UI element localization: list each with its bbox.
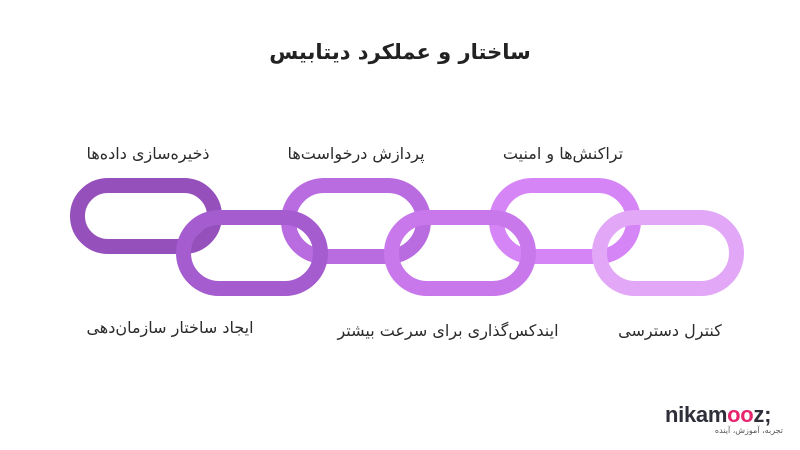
logo-wordmark: nikamooz;: [665, 402, 772, 427]
link-label-5: تراکنش‌ها و امنیت: [502, 144, 624, 163]
diagram-title: ساختار و عملکرد دیتابیس: [269, 40, 531, 64]
link-label-1: ذخیره‌سازی داده‌ها: [86, 144, 210, 163]
chain-link-4: [384, 210, 536, 296]
link-label-6: کنترل دسترسی: [618, 321, 722, 340]
logo-tagline: تجربه، آموزش، آینده: [714, 426, 783, 435]
link-label-3: پردازش درخواست‌ها: [287, 144, 425, 163]
chain-link-2: [176, 210, 328, 296]
chain-link-6: [592, 210, 744, 296]
link-label-4: ایندکس‌گذاری برای سرعت بیشتر: [337, 321, 559, 340]
brand-logo: nikamooz; تجربه، آموزش، آینده: [665, 402, 795, 435]
link-label-2: ایجاد ساختار سازمان‌دهی: [86, 318, 254, 337]
